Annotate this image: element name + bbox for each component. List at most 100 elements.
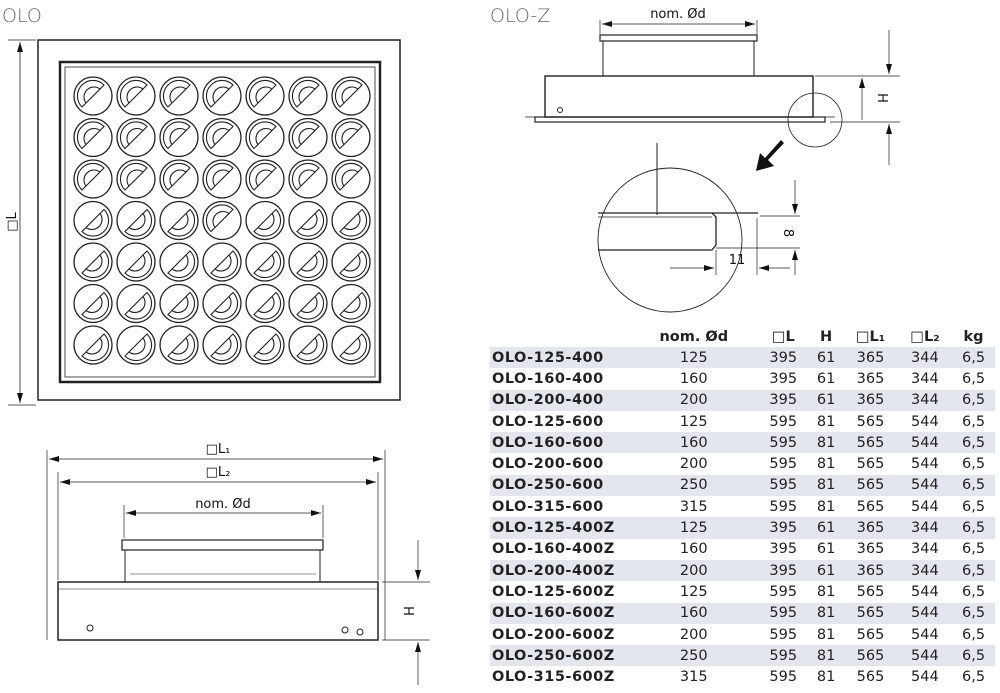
nozzle [331, 283, 371, 324]
nozzle [202, 159, 242, 199]
value-cell: 6,5 [962, 456, 986, 473]
value-cell: 6,5 [962, 413, 986, 430]
value-cell: 565 [856, 626, 885, 643]
value-cell: 6,5 [962, 498, 986, 515]
value-cell: 595 [769, 498, 798, 515]
model-name-cell: OLO-125-400 [490, 347, 630, 369]
model-name-cell: OLO-125-600 [492, 413, 604, 430]
value-cell: 544 [911, 669, 939, 686]
nozzle [116, 200, 156, 241]
value-cell: 81 [816, 413, 836, 430]
value-cell: 565 [856, 456, 885, 473]
column-header: □L₂ [910, 328, 940, 345]
dimension-H-label: H [403, 606, 418, 616]
nozzle [245, 200, 285, 241]
value-cell: 315 [679, 669, 708, 686]
nozzle [73, 117, 113, 158]
nozzle [73, 283, 113, 324]
side-dimensions [46, 450, 430, 685]
oloz-title: OLO-Z [490, 5, 550, 27]
value-cell: 565 [856, 413, 885, 430]
oloz-nom-d-label: nom. Ød [650, 7, 706, 22]
value-cell: 6,5 [952, 559, 995, 582]
value-cell: 125 [630, 517, 758, 539]
value-cell: 61 [816, 541, 836, 558]
value-cell: 61 [808, 559, 844, 582]
value-cell: 395 [757, 559, 809, 582]
value-cell: 81 [816, 583, 836, 600]
model-name-cell: OLO-125-600Z [492, 583, 615, 600]
value-cell: 565 [843, 602, 898, 624]
value-cell: 595 [769, 456, 798, 473]
value-cell: 595 [769, 669, 798, 686]
value-cell: 81 [808, 602, 844, 624]
nozzle [116, 242, 156, 282]
nozzle [288, 325, 328, 365]
olo-top-view [37, 39, 401, 401]
nozzle [245, 159, 285, 199]
value-cell: 160 [630, 602, 758, 624]
value-cell: 125 [630, 347, 758, 369]
value-cell: 61 [816, 370, 836, 387]
value-cell: 125 [679, 413, 708, 430]
nozzle [202, 242, 242, 282]
nozzle [245, 283, 285, 324]
value-cell: 544 [911, 626, 939, 643]
value-cell: 544 [911, 413, 939, 430]
value-cell: 81 [816, 456, 836, 473]
nozzle [245, 325, 285, 365]
column-header: nom. Ød [659, 328, 729, 345]
value-cell: 395 [757, 389, 809, 411]
nozzle [288, 200, 328, 241]
value-cell: 61 [808, 389, 844, 411]
value-cell: 81 [816, 626, 836, 643]
value-cell: 6,5 [952, 517, 995, 539]
nozzle [202, 283, 242, 324]
value-cell: 544 [911, 456, 939, 473]
value-cell: 81 [808, 645, 844, 667]
nozzle [245, 242, 285, 282]
model-name-cell: OLO-315-600Z [492, 669, 615, 686]
dimension-L [8, 39, 36, 406]
nozzle [116, 117, 156, 158]
value-cell: 365 [843, 559, 898, 582]
value-cell: 6,5 [952, 645, 995, 667]
column-header: kg [963, 328, 984, 345]
oloz-side-view [525, 34, 843, 313]
value-cell: 365 [843, 517, 898, 539]
nozzle [202, 325, 242, 365]
value-cell: 595 [757, 645, 809, 667]
value-cell: 6,5 [962, 626, 986, 643]
model-name-cell: OLO-160-600 [490, 432, 630, 454]
nozzle [159, 242, 199, 282]
detail-arrow-icon [756, 140, 784, 171]
nozzle [159, 76, 199, 116]
olo-side-view [57, 539, 379, 641]
model-name-cell: OLO-200-400 [490, 389, 630, 411]
column-header: □L [771, 328, 795, 345]
model-name-cell: OLO-200-400Z [490, 559, 630, 582]
value-cell: 344 [897, 347, 953, 369]
nozzle [116, 76, 156, 116]
value-cell: 344 [897, 559, 953, 582]
value-cell: 595 [757, 432, 809, 454]
value-cell: 200 [630, 559, 758, 582]
nozzle [202, 117, 242, 158]
oloz-dimensions [599, 20, 900, 275]
value-cell: 365 [843, 389, 898, 411]
dimension-L-label: □L [5, 211, 20, 231]
value-cell: 544 [897, 474, 953, 497]
value-cell: 81 [816, 669, 836, 686]
nozzle [73, 242, 113, 282]
